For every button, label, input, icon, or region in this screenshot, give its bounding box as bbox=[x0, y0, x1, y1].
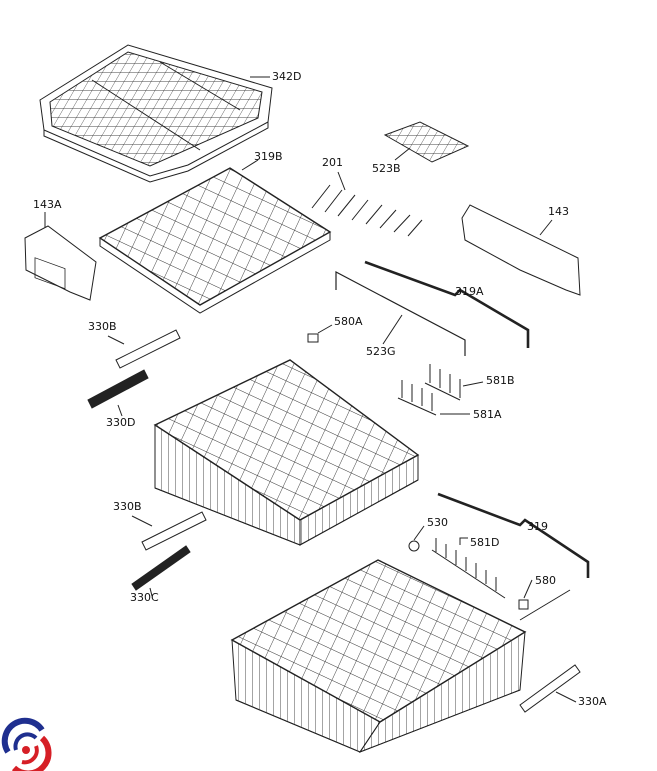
tray-frame-319b bbox=[98, 159, 332, 314]
label-581d: 581D bbox=[470, 536, 500, 549]
clip-580 bbox=[518, 579, 533, 610]
label-319: 319 bbox=[527, 520, 548, 533]
label-581a: 581A bbox=[473, 408, 502, 421]
label-330a: 330A bbox=[578, 695, 607, 708]
label-581b: 581B bbox=[486, 374, 515, 387]
lower-basket bbox=[230, 559, 571, 754]
cutlery-tray-342d bbox=[39, 44, 273, 183]
label-143a: 143A bbox=[33, 198, 62, 211]
wire-rod-523g bbox=[335, 271, 466, 356]
label-319a: 319A bbox=[455, 285, 484, 298]
label-330c: 330C bbox=[130, 591, 159, 604]
label-580a: 580A bbox=[334, 315, 363, 328]
label-530: 530 bbox=[427, 516, 448, 529]
label-319b: 319B bbox=[254, 150, 283, 163]
label-143: 143 bbox=[548, 205, 569, 218]
tines-581d bbox=[431, 537, 506, 599]
label-330d: 330D bbox=[106, 416, 136, 429]
rack-clips-201 bbox=[311, 171, 423, 237]
clip-580a bbox=[307, 324, 333, 343]
adjuster-143 bbox=[461, 204, 581, 296]
label-201: 201 bbox=[322, 156, 343, 169]
label-330b-lower: 330B bbox=[113, 500, 142, 513]
lower-rail-319 bbox=[437, 492, 590, 578]
upper-trim-strips bbox=[87, 329, 181, 417]
upper-basket bbox=[153, 359, 420, 546]
upper-rail-319a bbox=[364, 260, 530, 348]
label-523b: 523B bbox=[372, 162, 401, 175]
wheel-530 bbox=[408, 525, 425, 552]
lower-trim-strips bbox=[131, 511, 581, 713]
tray-insert-523b bbox=[383, 121, 470, 163]
label-342d: 342D bbox=[272, 70, 302, 83]
label-580: 580 bbox=[535, 574, 556, 587]
label-330b-upper: 330B bbox=[88, 320, 117, 333]
tines-581ab bbox=[397, 364, 484, 416]
brand-logo bbox=[1, 717, 52, 771]
label-523g: 523G bbox=[366, 345, 396, 358]
adjuster-143a bbox=[24, 212, 97, 301]
